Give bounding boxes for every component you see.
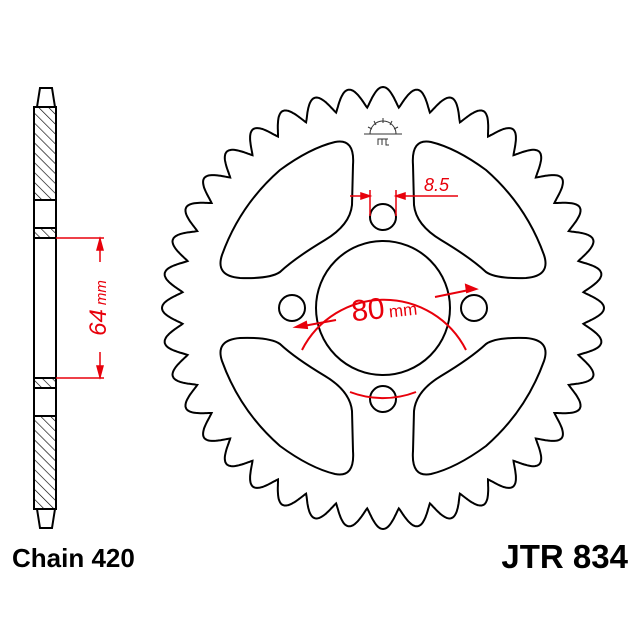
window-lower-right <box>411 336 547 476</box>
hole-diameter-dimension <box>350 190 458 216</box>
side-profile <box>33 87 57 529</box>
bolt-holes <box>278 203 488 413</box>
lightening-windows <box>219 140 547 476</box>
chain-size-label: Chain 420 <box>12 543 135 573</box>
center-bore <box>315 240 451 376</box>
side-dimension <box>56 236 104 380</box>
bolt-circle-dimension <box>292 283 479 400</box>
jt-sun-logo-icon <box>364 118 402 146</box>
window-upper-right <box>411 140 547 280</box>
model-number-label: JTR 834 <box>501 538 628 575</box>
bolt-circle-label: 80mm <box>350 289 419 329</box>
window-lower-left <box>219 336 355 476</box>
hole-diameter-label: 8.5 <box>424 175 450 195</box>
side-dimension-label: 64mm <box>85 280 112 336</box>
window-upper-left <box>219 140 355 280</box>
sprocket-teeth-outline <box>160 85 606 531</box>
